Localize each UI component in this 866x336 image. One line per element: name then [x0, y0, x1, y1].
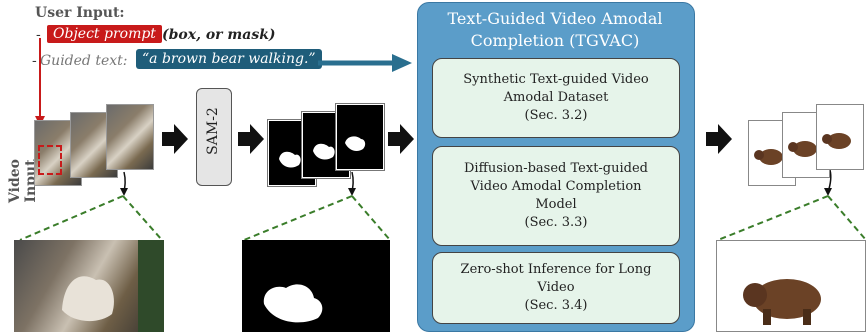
object-prompt-tag: Object prompt — [47, 25, 162, 43]
module-inference-section: (Sec. 3.4) — [524, 298, 588, 313]
module-model-line: Video Amodal Completion — [470, 179, 642, 194]
user-input-title: User Input: — [35, 5, 125, 21]
video-frame — [106, 104, 154, 170]
arrow-tgvac-to-output — [706, 124, 732, 154]
tgvac-title: Text-Guided Video Amodal Completion (TGV… — [420, 8, 690, 52]
module-diffusion-model: Diffusion-based Text-guided Video Amodal… — [432, 146, 680, 246]
module-model-section: (Sec. 3.3) — [524, 215, 588, 230]
tgvac-title-line1: Text-Guided Video Amodal — [447, 9, 663, 28]
zoomed-mask-frame — [242, 240, 390, 332]
sam2-label: SAM-2 — [205, 107, 221, 155]
arrow-sam-to-masks — [238, 124, 264, 154]
module-model-line: Model — [535, 197, 577, 212]
module-dataset: Synthetic Text-guided Video Amodal Datas… — [432, 58, 680, 138]
module-model-line: Diffusion-based Text-guided — [464, 161, 648, 176]
sam2-module — [196, 88, 232, 186]
mask-frame — [336, 104, 384, 170]
guided-text-tag: “a brown bear walking.” — [136, 49, 322, 69]
flow-arrows — [162, 124, 732, 154]
module-zero-shot-inference: Zero-shot Inference for Long Video (Sec.… — [432, 252, 680, 324]
module-dataset-line: Synthetic Text-guided Video — [463, 72, 649, 87]
object-prompt-note: (box, or mask) — [162, 27, 276, 43]
zoomed-output-frame — [716, 240, 866, 332]
tgvac-title-line2: Completion (TGVAC) — [470, 31, 640, 50]
module-dataset-section: (Sec. 3.2) — [524, 108, 588, 123]
bullet-dash: - — [36, 27, 41, 43]
guided-text-label: Guided text: — [40, 53, 128, 69]
arrow-masks-to-tgvac — [388, 124, 414, 154]
module-inference-line: Zero-shot Inference for Long — [460, 262, 652, 277]
output-frame — [816, 104, 864, 170]
module-dataset-line: Amodal Dataset — [503, 90, 609, 105]
module-inference-line: Video — [537, 280, 575, 295]
arrow-video-to-sam — [162, 124, 188, 154]
zoomed-input-frame — [14, 240, 164, 332]
guided-text-arrowhead — [392, 54, 412, 72]
object-box-marker — [38, 145, 62, 175]
zoom-lines — [19, 195, 866, 241]
bullet-dash: - — [32, 53, 37, 69]
